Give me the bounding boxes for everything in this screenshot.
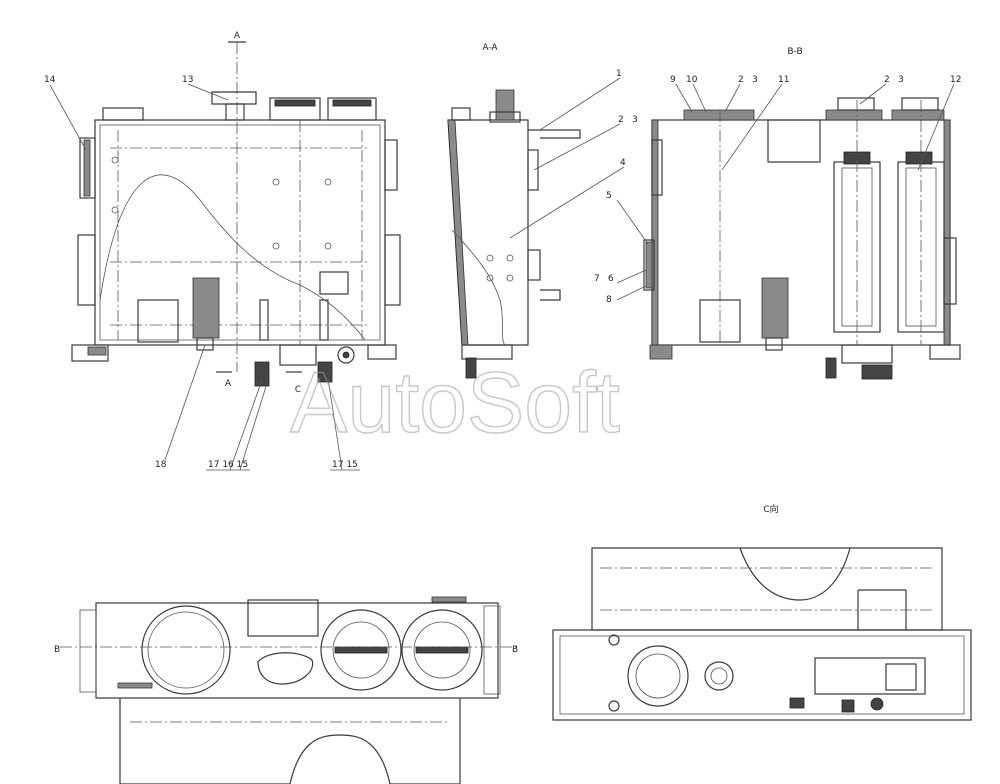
callout-9: 9 <box>670 75 676 85</box>
section-mark-b-right: B <box>512 645 518 655</box>
callout-5: 5 <box>606 191 612 201</box>
callout-17-15: 17 15 <box>332 460 358 470</box>
callout-17-16-15: 17 16 15 <box>208 460 248 470</box>
callout-4: 4 <box>620 158 626 168</box>
callout-13: 13 <box>182 75 193 85</box>
callout-14: 14 <box>44 75 56 85</box>
section-mark-a-bottom: A <box>225 379 232 389</box>
callout-2-bb-right: 2 <box>884 75 890 85</box>
callout-2-bb-left: 2 <box>738 75 744 85</box>
callout-3-bb-left: 3 <box>752 75 758 85</box>
view-title-aa: A-A <box>482 43 498 53</box>
callout-10: 10 <box>686 75 698 85</box>
callout-3-bb-right: 3 <box>898 75 904 85</box>
section-mark-b-left: B <box>54 645 60 655</box>
callout-1: 1 <box>616 69 622 79</box>
callout-18: 18 <box>155 460 167 470</box>
view-c: C向 <box>552 503 972 721</box>
section-aa-view: A-A 1 2 3 4 <box>447 43 638 379</box>
view-title-bb: B-B <box>787 47 802 57</box>
view-title-c: C向 <box>763 503 778 515</box>
callout-7: 7 <box>594 274 600 284</box>
top-view: B B <box>54 596 520 784</box>
callout-12: 12 <box>950 75 961 85</box>
callout-6: 6 <box>608 274 614 284</box>
view-mark-c: C <box>295 385 301 395</box>
callout-2-aa: 2 <box>618 115 624 125</box>
section-mark-a-top: A <box>234 31 241 41</box>
callout-11: 11 <box>778 75 789 85</box>
front-view: A A C 14 13 18 17 16 15 17 15 <box>44 31 401 471</box>
callout-8: 8 <box>606 295 612 305</box>
callout-3-aa: 3 <box>632 115 638 125</box>
section-bb-view: B-B <box>594 47 961 380</box>
watermark: AutoSoft <box>290 355 620 451</box>
